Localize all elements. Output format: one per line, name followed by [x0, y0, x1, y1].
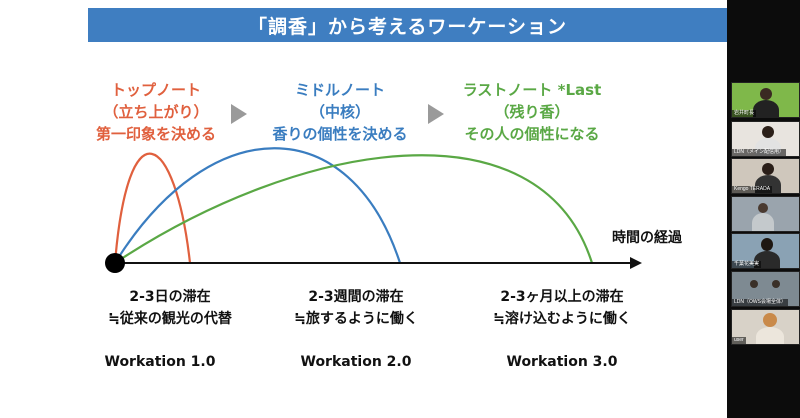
last-note-sub: （残り香）	[494, 103, 570, 121]
last-note-name: ラストノート *Last	[462, 81, 602, 99]
participant-avatar-body	[753, 100, 779, 117]
participant-avatar	[763, 313, 777, 327]
participant-name: user	[732, 337, 746, 344]
participant-tile-4[interactable]	[731, 196, 800, 232]
top-note-name: トップノート	[110, 81, 201, 99]
stage-3-line1: 2-3ヶ月以上の滞在	[500, 289, 624, 305]
participant-tile-1[interactable]: 岩井町長	[731, 82, 800, 118]
participant-name: 千葉花美実	[732, 261, 762, 268]
time-axis-arrowhead-icon	[630, 257, 642, 269]
participant-name: 岩井町長	[732, 110, 757, 117]
participant-avatar-body	[756, 327, 784, 344]
origin-dot	[105, 253, 125, 273]
middle-note-block: ミドルノート （中核） 香りの個性を決める	[240, 79, 440, 145]
right-triangle-arrow-icon	[428, 104, 444, 124]
workation-3-label: Workation 3.0	[506, 354, 618, 370]
participant-tile-3[interactable]: Kengo TERADA	[731, 158, 800, 194]
stage-3-line2: ≒溶け込むように働く	[493, 311, 631, 327]
middle-note-sub: （中核）	[309, 103, 370, 121]
last-note-block: ラストノート *Last （残り香） その人の個性になる	[432, 79, 632, 145]
participant-avatar	[762, 163, 774, 175]
participant-tile-5[interactable]: 千葉花美実	[731, 233, 800, 269]
stage-2-line2: ≒旅するように働く	[294, 311, 418, 327]
participant-tile-6[interactable]: LDN（OWS会場全体）	[731, 271, 800, 307]
participant-video-sidebar: 岩井町長 LDN（メイン配信用） Kengo TERADA 千葉花美実 LDN（…	[727, 0, 800, 418]
stage-3-description: 2-3ヶ月以上の滞在 ≒溶け込むように働く	[452, 286, 672, 330]
slide-title: 「調香」から考えるワーケーション	[88, 8, 727, 42]
top-note-desc: 第一印象を決める	[95, 125, 216, 143]
participant-name: LDN（OWS会場全体）	[732, 299, 788, 306]
stage-1-line1: 2-3日の滞在	[129, 289, 211, 305]
right-triangle-arrow-icon	[231, 104, 247, 124]
workation-1-label: Workation 1.0	[104, 354, 216, 370]
participant-tile-7[interactable]: user	[731, 309, 800, 345]
presentation-slide: 「調香」から考えるワーケーション トップノート （立ち上がり） 第一印象を決める…	[0, 0, 727, 418]
middle-note-desc: 香りの個性を決める	[272, 125, 408, 143]
last-note-desc: その人の個性になる	[464, 125, 600, 143]
participant-avatar	[758, 203, 768, 213]
participant-avatar	[760, 88, 772, 100]
stage-2-line1: 2-3週間の滞在	[308, 289, 404, 305]
participant-name: LDN（メイン配信用）	[732, 149, 787, 156]
top-note-block: トップノート （立ち上がり） 第一印象を決める	[56, 79, 256, 145]
last-note-arc	[114, 154, 594, 264]
time-axis-label: 時間の経過	[612, 230, 682, 246]
participant-avatar	[762, 126, 774, 138]
stage-2-description: 2-3週間の滞在 ≒旅するように働く	[246, 286, 466, 330]
fragrance-arc-diagram	[105, 147, 642, 273]
top-note-sub: （立ち上がり）	[103, 103, 209, 121]
participant-avatar-body	[752, 213, 774, 231]
middle-note-arc	[114, 147, 402, 264]
middle-note-name: ミドルノート	[294, 81, 385, 99]
top-note-arc	[113, 152, 192, 264]
participant-tile-2[interactable]: LDN（メイン配信用）	[731, 121, 800, 157]
workation-2-label: Workation 2.0	[300, 354, 412, 370]
participant-name: Kengo TERADA	[732, 186, 773, 193]
stage-1-description: 2-3日の滞在 ≒従来の観光の代替	[60, 286, 280, 330]
participant-avatar	[750, 280, 758, 288]
participant-avatar	[772, 280, 780, 288]
participant-avatar	[761, 238, 773, 251]
stage-1-line2: ≒従来の観光の代替	[108, 311, 232, 327]
